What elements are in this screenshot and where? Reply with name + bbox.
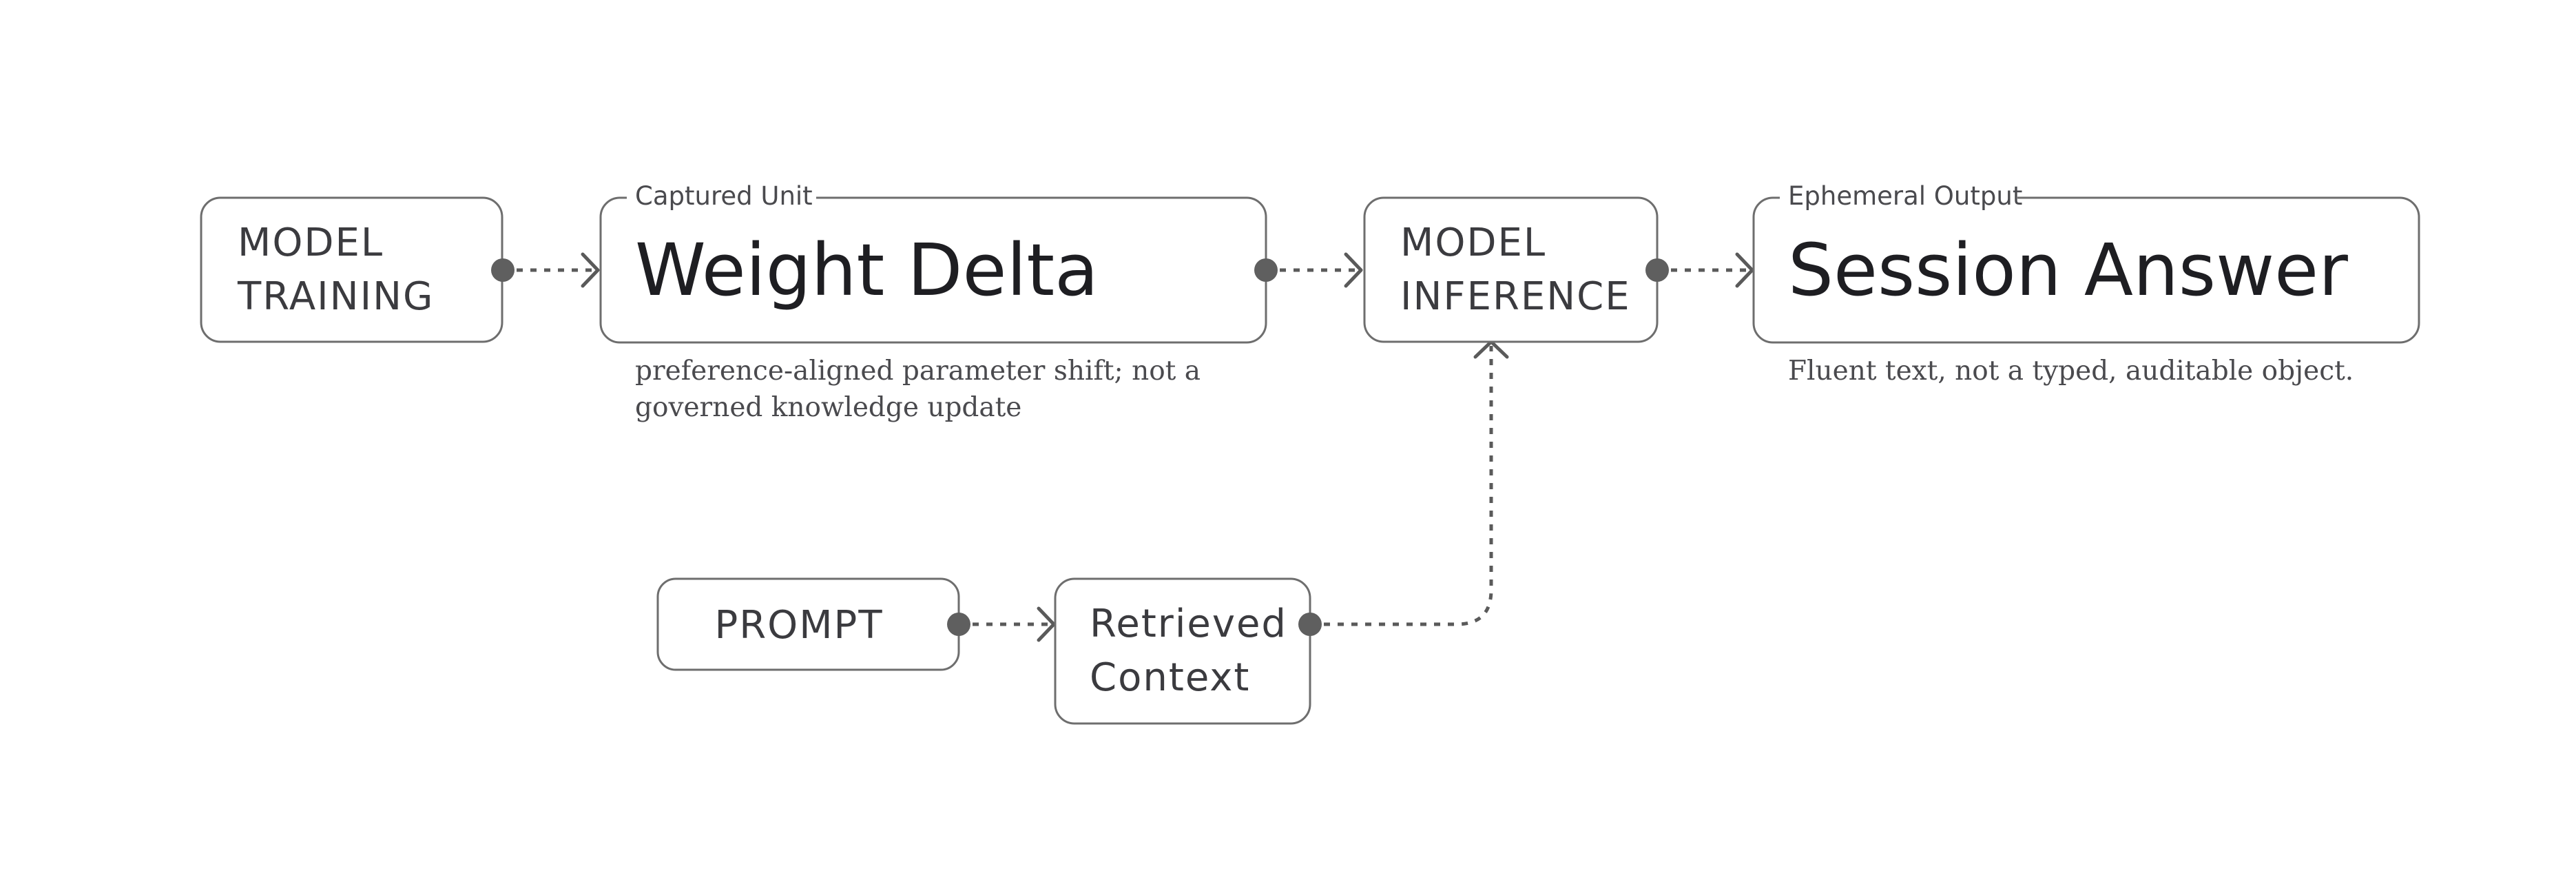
port-retrieved-context-out: [1298, 613, 1322, 636]
retrieved-context-box: [1054, 577, 1311, 725]
weight-delta-group-label: Captured Unit: [635, 181, 813, 211]
connector-retrieved-context-to-inference: [1310, 340, 1509, 626]
node-weight-delta: Captured Unit Weight Delta preference-al…: [599, 181, 1267, 423]
model-training-box: [200, 196, 503, 343]
session-answer-title: Session Answer: [1788, 228, 2348, 312]
session-answer-box: [1752, 196, 2420, 344]
connector-training-to-weight-delta: [503, 252, 600, 288]
session-answer-note-line1: Fluent text, not a typed, auditable obje…: [1788, 356, 2354, 387]
weight-delta-title: Weight Delta: [635, 228, 1099, 312]
node-prompt: PROMPT: [656, 577, 960, 671]
weight-delta-note-line2: governed knowledge update: [635, 392, 1021, 423]
node-model-inference: MODEL INFERENCE: [1363, 196, 1659, 343]
connector-inference-to-session-answer: [1657, 252, 1754, 288]
weight-delta-note-line1: preference-aligned parameter shift; not …: [635, 356, 1201, 387]
model-training-label-line1: MODEL: [238, 220, 384, 265]
retrieved-context-label-line2: Context: [1090, 655, 1250, 700]
connector-weight-delta-to-inference: [1266, 252, 1363, 288]
model-inference-box: [1363, 196, 1659, 343]
prompt-label: PROMPT: [714, 603, 883, 648]
retrieved-context-label-line1: Retrieved: [1090, 602, 1287, 646]
session-answer-group-label: Ephemeral Output: [1788, 181, 2022, 211]
node-session-answer: Ephemeral Output Session Answer Fluent t…: [1752, 181, 2420, 387]
model-training-label-line2: TRAINING: [237, 274, 434, 319]
node-model-training: MODEL TRAINING: [200, 196, 503, 343]
port-prompt-out: [947, 613, 970, 636]
port-weight-delta-out: [1254, 258, 1278, 282]
port-model-training-out: [491, 258, 515, 282]
model-inference-label-line2: INFERENCE: [1400, 274, 1631, 319]
model-inference-label-line1: MODEL: [1400, 220, 1546, 265]
node-retrieved-context: Retrieved Context: [1054, 577, 1311, 725]
connector-prompt-to-retrieved-context: [959, 606, 1056, 642]
port-model-inference-out: [1645, 258, 1669, 282]
